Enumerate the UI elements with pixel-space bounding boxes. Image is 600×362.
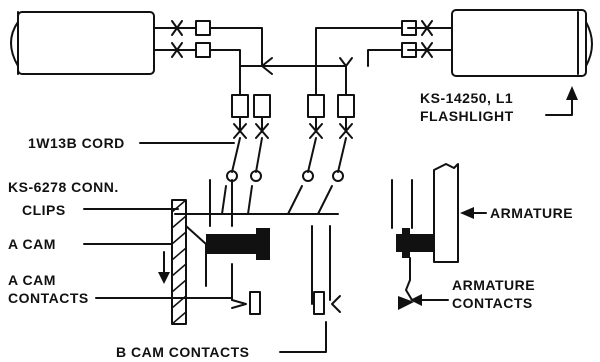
armature-label: ARMATURE [490, 205, 573, 221]
armature-assembly [391, 163, 459, 310]
cord-plugs [231, 94, 355, 139]
a-cam-contacts-label-line1: A CAM [8, 272, 56, 288]
connection-clips [174, 137, 347, 215]
clips-label-line2: CLIPS [22, 202, 66, 218]
b-cam-contacts-label: B CAM CONTACTS [116, 344, 250, 360]
left-flashlight [10, 11, 155, 75]
armature-contacts-label-line1: ARMATURE [452, 277, 535, 293]
cord-label: 1W13B CORD [28, 135, 125, 151]
a-cam-assembly [158, 179, 270, 325]
right-flashlight-terminals [401, 20, 453, 58]
flashlight-label-line2: FLASHLIGHT [420, 108, 514, 124]
left-flashlight-terminals [153, 20, 211, 58]
a-cam-contacts-label-line2: CONTACTS [8, 290, 89, 306]
b-cam-contacts-assembly [311, 225, 341, 315]
clips-label-line1: KS-6278 CONN. [8, 179, 119, 195]
armature-contacts-label-line2: CONTACTS [452, 295, 533, 311]
a-cam-label: A CAM [8, 236, 56, 252]
leader-lines [83, 86, 578, 353]
cord-wiring [209, 27, 403, 96]
flashlight-label-line1: KS-14250, L1 [420, 90, 513, 106]
right-flashlight [451, 9, 593, 77]
